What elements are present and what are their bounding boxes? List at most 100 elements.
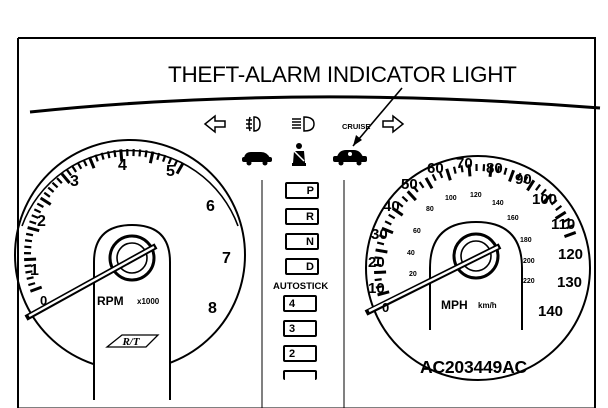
mph-number-90: 90 [515, 171, 532, 188]
callout-leader-line [352, 87, 403, 147]
speedo-tick [540, 188, 547, 196]
mph-number-10: 10 [368, 280, 385, 297]
cluster-top-curve [29, 95, 601, 114]
speedometer-tick-marks [374, 163, 577, 297]
tach-tick [173, 159, 179, 167]
speedo-tick [488, 164, 494, 177]
autostick-gear-4: 4 [283, 295, 317, 312]
mph-number-140: 140 [538, 303, 564, 320]
tach-number-8: 8 [208, 300, 217, 317]
speedo-tick [396, 201, 404, 208]
tach-tick [156, 152, 161, 161]
kmh-number-20: 20 [409, 271, 417, 278]
mph-number-80: 80 [486, 160, 503, 177]
tachometer-tick-marks [23, 149, 185, 293]
gear-position-d: D [285, 258, 319, 275]
kmh-number-80: 80 [426, 206, 434, 213]
speedo-tick [566, 224, 574, 230]
speedo-tick [424, 177, 434, 190]
speedo-tick [554, 210, 567, 220]
mph-number-130: 130 [557, 274, 583, 291]
autostick-gear-label: 4 [289, 298, 296, 310]
gear-position-r: R [285, 208, 319, 225]
tach-tick [47, 186, 55, 193]
gear-position-n: N [285, 233, 319, 250]
tach-tick [25, 232, 34, 237]
tach-tick [27, 226, 40, 233]
speedo-tick [563, 231, 577, 238]
speedo-tick [374, 270, 387, 275]
speedo-tick [467, 164, 472, 177]
front-fog-lamp-icon [246, 116, 261, 132]
tach-tick [148, 151, 155, 164]
tach-tick [138, 149, 142, 157]
tach-tick [51, 181, 59, 189]
turn-left-arrow-icon [203, 114, 226, 134]
tach-tick [56, 177, 63, 184]
figure-code: AC203449AC [420, 357, 527, 377]
tach-tick [167, 156, 173, 165]
speedo-tick [438, 170, 444, 179]
autostick-label: AUTOSTICK [273, 281, 329, 292]
autostick-gear-3: 3 [283, 320, 317, 337]
seatbelt-warning-icon [292, 143, 306, 166]
tach-tick [24, 257, 37, 262]
tachometer-gauge: R/T [14, 139, 246, 400]
tach-tick [36, 202, 44, 208]
tach-tick [24, 239, 33, 243]
mph-number-60: 60 [427, 160, 444, 177]
kmh-number-40: 40 [407, 250, 415, 257]
tach-unit-main: RPM [97, 294, 124, 308]
speedo-tick [388, 213, 396, 220]
tach-number-6: 6 [206, 198, 215, 215]
tach-tick [175, 162, 185, 175]
mph-number-40: 40 [383, 198, 400, 215]
mph-number-120: 120 [558, 246, 584, 263]
gear-position-p: P [285, 182, 319, 199]
tach-unit-sub: x1000 [137, 297, 160, 306]
tach-tick [29, 285, 43, 293]
speedo-tick [374, 278, 382, 282]
tach-number-7: 7 [222, 250, 231, 267]
speedo-tick [508, 169, 515, 183]
kmh-number-140: 140 [492, 200, 504, 207]
tach-number-3: 3 [70, 173, 79, 190]
kmh-number-120: 120 [470, 192, 482, 199]
tach-tick [33, 208, 42, 214]
autostick-gear-label: 3 [289, 323, 296, 335]
gear-position-label: D [306, 261, 314, 273]
tach-tick [66, 169, 72, 177]
speedo-tick [526, 179, 536, 192]
tach-tick [43, 191, 51, 198]
speedo-tick [503, 167, 508, 175]
speedo-tick [378, 234, 387, 239]
tach-number-0: 0 [40, 293, 48, 308]
speedo-tick [401, 195, 409, 203]
speedo-tick [377, 290, 390, 297]
speedo-tick [523, 175, 529, 184]
speedo-tick [374, 256, 382, 260]
theft-alarm-car-icon [333, 150, 367, 166]
autostick-gear-2: 2 [283, 345, 317, 362]
speedo-tick [550, 199, 558, 206]
turn-right-arrow-icon [382, 114, 405, 134]
autostick-gear-partial [283, 370, 317, 380]
tach-tick [26, 276, 34, 280]
tach-tick [31, 214, 39, 219]
kmh-number-60: 60 [413, 228, 421, 235]
door-ajar-car-icon [242, 152, 272, 166]
speedo-unit-sub: km/h [478, 301, 497, 310]
speedo-tick [562, 217, 571, 223]
speedo-tick [516, 172, 522, 180]
callout-label: THEFT-ALARM INDICATOR LIGHT [168, 62, 517, 87]
speedo-tick [384, 220, 392, 226]
tach-tick [106, 151, 111, 159]
speedo-tick [412, 185, 419, 193]
kmh-number-160: 160 [507, 215, 519, 222]
mph-number-20: 20 [368, 254, 385, 271]
speedo-tick [535, 183, 541, 191]
tach-tick [24, 264, 32, 268]
tach-tick [162, 154, 167, 163]
tach-tick [94, 154, 99, 162]
